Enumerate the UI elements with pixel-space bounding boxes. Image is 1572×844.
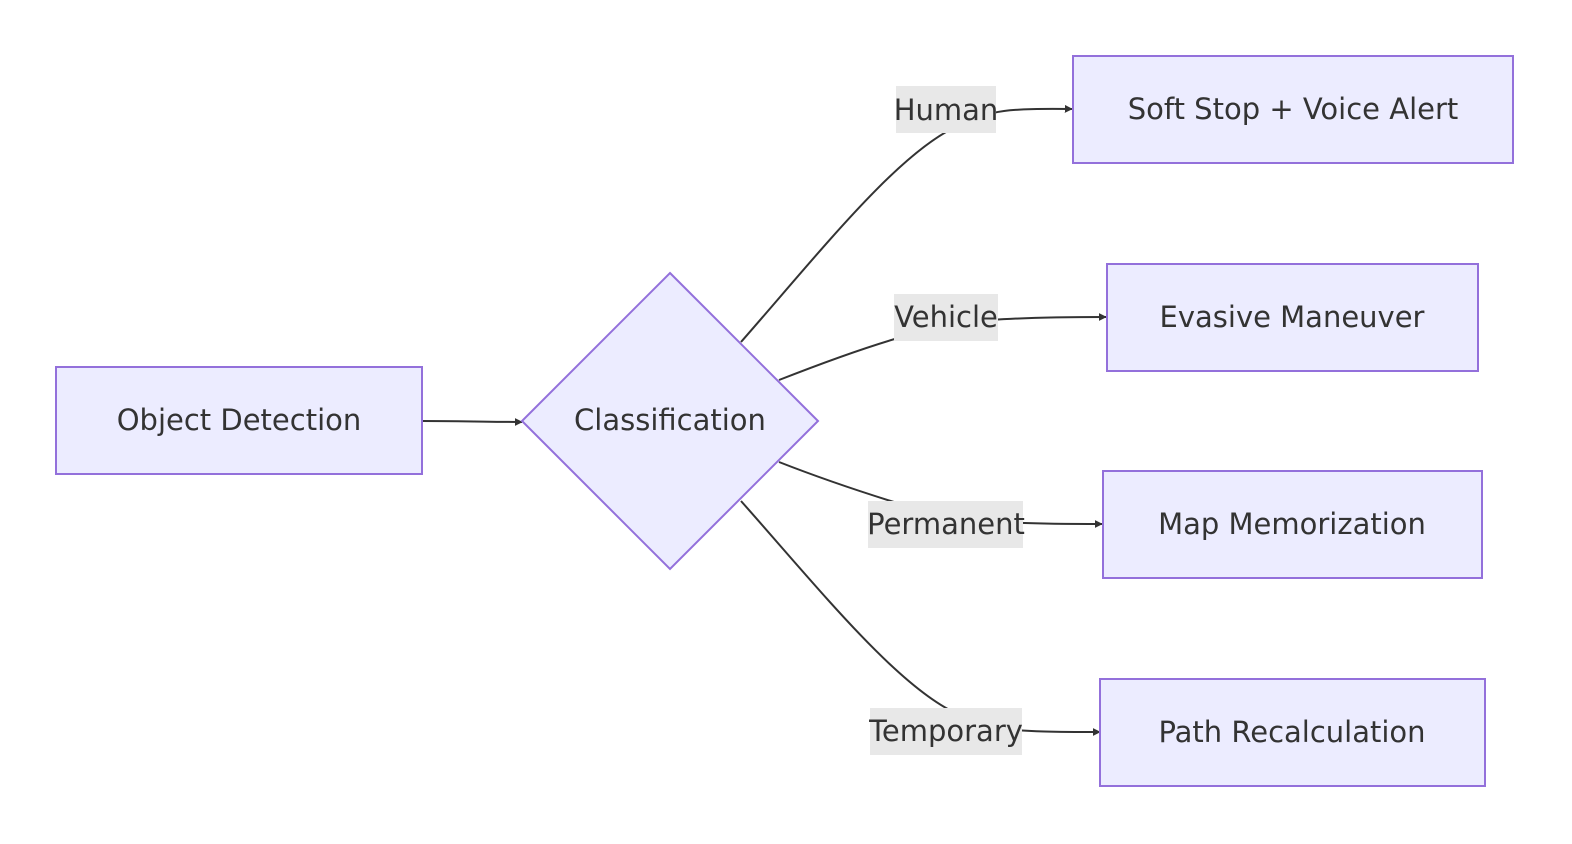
edge-label-vehicle-bg xyxy=(894,294,998,341)
edge-label-vehicle-text: Vehicle xyxy=(894,300,998,334)
edge-label-human: Human xyxy=(894,86,999,133)
edge-detection-to-classification xyxy=(421,417,523,426)
node-path-recalculation: Path Recalculation xyxy=(1099,678,1486,787)
node-path-recalculation-box xyxy=(1099,678,1486,787)
node-classification-label: Classification xyxy=(574,403,766,437)
edge-classification-to-soft-stop xyxy=(740,104,1073,343)
edge-label-temporary-bg xyxy=(870,708,1022,755)
node-evasive-maneuver-label: Evasive Maneuver xyxy=(1160,300,1425,334)
edge-label-human-text: Human xyxy=(894,93,999,127)
node-map-memorization-box xyxy=(1102,470,1483,579)
edge-label-permanent: Permanent xyxy=(867,501,1025,548)
node-object-detection: Object Detection xyxy=(55,366,423,475)
edge-label-vehicle: Vehicle xyxy=(894,294,998,341)
node-map-memorization-label: Map Memorization xyxy=(1158,507,1426,541)
node-object-detection-label: Object Detection xyxy=(117,403,362,437)
node-soft-stop: Soft Stop + Voice Alert xyxy=(1072,55,1514,164)
node-path-recalculation-label: Path Recalculation xyxy=(1158,715,1425,749)
node-evasive-maneuver-box xyxy=(1106,263,1479,372)
node-classification: Classification xyxy=(520,271,820,571)
node-classification-diamond xyxy=(520,271,820,571)
node-evasive-maneuver: Evasive Maneuver xyxy=(1106,263,1479,372)
edge-classification-to-path-recalc xyxy=(740,500,1101,736)
edge-label-temporary: Temporary xyxy=(868,708,1023,755)
edge-label-temporary-text: Temporary xyxy=(868,714,1023,748)
node-map-memorization: Map Memorization xyxy=(1102,470,1483,579)
edge-label-permanent-text: Permanent xyxy=(867,507,1025,541)
edge-label-human-bg xyxy=(896,86,996,133)
node-soft-stop-box xyxy=(1072,55,1514,164)
edge-label-permanent-bg xyxy=(868,501,1023,548)
node-object-detection-box xyxy=(55,366,423,475)
node-soft-stop-label: Soft Stop + Voice Alert xyxy=(1128,92,1459,126)
